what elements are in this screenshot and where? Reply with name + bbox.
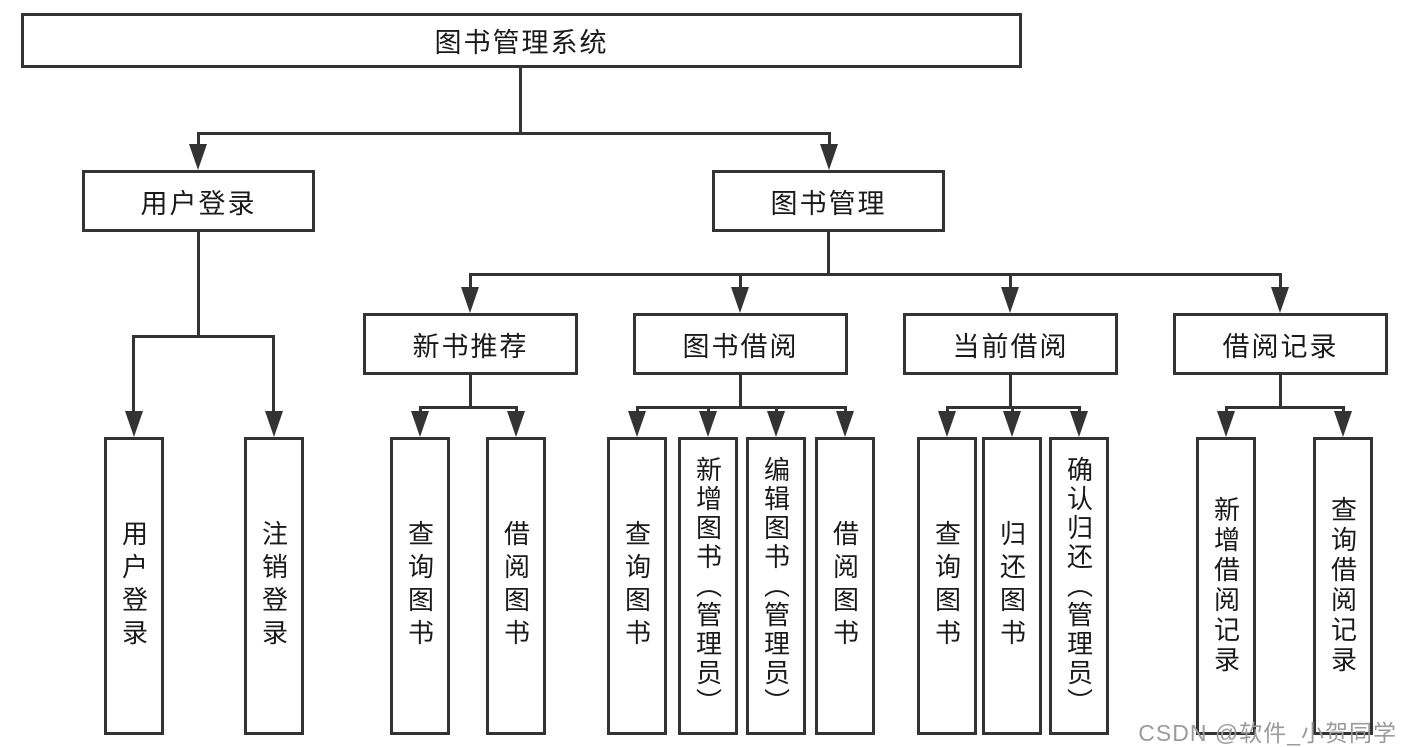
connector-line	[197, 232, 200, 335]
leaf-label: 查询图书	[931, 520, 962, 652]
arrow-down-icon	[1003, 411, 1021, 437]
leaf-confirm-return-admin: 确认归还（管理员）	[1049, 437, 1109, 735]
leaf-query-books-recommend: 查询图书	[390, 437, 450, 735]
connector-line	[707, 406, 710, 413]
arrow-down-icon	[507, 411, 525, 437]
arrow-down-icon	[1001, 287, 1019, 313]
leaf-label: 新增借阅记录	[1210, 496, 1241, 676]
leaf-query-books-borrowing: 查询图书	[607, 437, 667, 735]
leaf-query-borrow-record: 查询借阅记录	[1313, 437, 1373, 735]
leaf-label: 确认归还（管理员）	[1063, 455, 1094, 717]
node-label: 图书管理	[770, 188, 887, 219]
leaf-label: 查询图书	[404, 520, 435, 652]
connector-line	[197, 132, 831, 135]
connector-line	[946, 406, 949, 413]
node-label: 图书管理系统	[434, 28, 609, 58]
node-label: 当前借阅	[952, 331, 1069, 362]
node-book-borrowing: 图书借阅	[633, 313, 848, 375]
connector-line	[1342, 406, 1345, 413]
node-user-login: 用户登录	[82, 170, 315, 232]
connector-line	[739, 375, 742, 406]
csdn-watermark: CSDN @软件_小贺同学	[1138, 720, 1397, 746]
connector-line	[1078, 406, 1081, 413]
connector-line	[739, 273, 742, 289]
connector-line	[775, 406, 778, 413]
node-book-management: 图书管理	[712, 170, 945, 232]
node-library-system: 图书管理系统	[21, 13, 1022, 68]
connector-line	[636, 406, 639, 413]
connector-line	[519, 68, 522, 132]
leaf-label: 查询借阅记录	[1327, 496, 1358, 676]
connector-line	[132, 335, 135, 413]
connector-line	[636, 406, 847, 409]
arrow-down-icon	[1070, 411, 1088, 437]
arrow-down-icon	[265, 411, 283, 437]
node-label: 借阅记录	[1222, 331, 1339, 362]
connector-line	[419, 406, 518, 409]
arrow-down-icon	[461, 287, 479, 313]
leaf-query-books-current: 查询图书	[917, 437, 977, 735]
connector-line	[419, 406, 422, 413]
connector-line	[827, 232, 830, 273]
arrow-down-icon	[411, 411, 429, 437]
node-label: 新书推荐	[412, 331, 529, 362]
arrow-down-icon	[1334, 411, 1352, 437]
arrow-down-icon	[767, 411, 785, 437]
connector-line	[469, 273, 472, 289]
arrow-down-icon	[628, 411, 646, 437]
node-new-book-recommend: 新书推荐	[363, 313, 578, 375]
connector-line	[1225, 406, 1345, 409]
arrow-down-icon	[125, 411, 143, 437]
leaf-label: 归还图书	[996, 520, 1027, 652]
arrow-down-icon	[699, 411, 717, 437]
leaf-label: 用户登录	[118, 520, 149, 652]
connector-line	[1009, 273, 1012, 289]
connector-line	[1225, 406, 1228, 413]
connector-line	[197, 132, 200, 146]
leaf-label: 借阅图书	[500, 520, 531, 652]
leaf-label: 借阅图书	[829, 520, 860, 652]
node-borrowing-records: 借阅记录	[1173, 313, 1388, 375]
connector-line	[828, 132, 831, 146]
leaf-borrow-books: 借阅图书	[815, 437, 875, 735]
leaf-edit-books-admin: 编辑图书（管理员）	[746, 437, 806, 735]
arrow-down-icon	[836, 411, 854, 437]
leaf-borrow-books-recommend: 借阅图书	[486, 437, 546, 735]
leaf-label: 新增图书（管理员）	[692, 455, 723, 717]
arrow-down-icon	[731, 287, 749, 313]
leaf-add-borrow-record: 新增借阅记录	[1196, 437, 1256, 735]
leaf-label: 查询图书	[621, 520, 652, 652]
node-label: 用户登录	[140, 188, 257, 219]
leaf-label: 编辑图书（管理员）	[760, 455, 791, 717]
arrow-down-icon	[189, 144, 207, 170]
leaf-label: 注销登录	[258, 520, 289, 652]
connector-line	[515, 406, 518, 413]
leaf-return-books: 归还图书	[982, 437, 1042, 735]
connector-line	[1011, 406, 1014, 413]
leaf-user-login: 用户登录	[104, 437, 164, 735]
connector-line	[1279, 273, 1282, 289]
connector-line	[844, 406, 847, 413]
connector-line	[1279, 375, 1282, 406]
arrow-down-icon	[938, 411, 956, 437]
arrow-down-icon	[1271, 287, 1289, 313]
connector-line	[469, 375, 472, 406]
leaf-add-books-admin: 新增图书（管理员）	[678, 437, 738, 735]
node-current-borrowing: 当前借阅	[903, 313, 1118, 375]
leaf-logout: 注销登录	[244, 437, 304, 735]
connector-line	[132, 335, 275, 338]
node-label: 图书借阅	[682, 331, 799, 362]
connector-line	[272, 335, 275, 413]
connector-line	[469, 273, 1282, 276]
arrow-down-icon	[820, 144, 838, 170]
connector-line	[1009, 375, 1012, 406]
arrow-down-icon	[1217, 411, 1235, 437]
